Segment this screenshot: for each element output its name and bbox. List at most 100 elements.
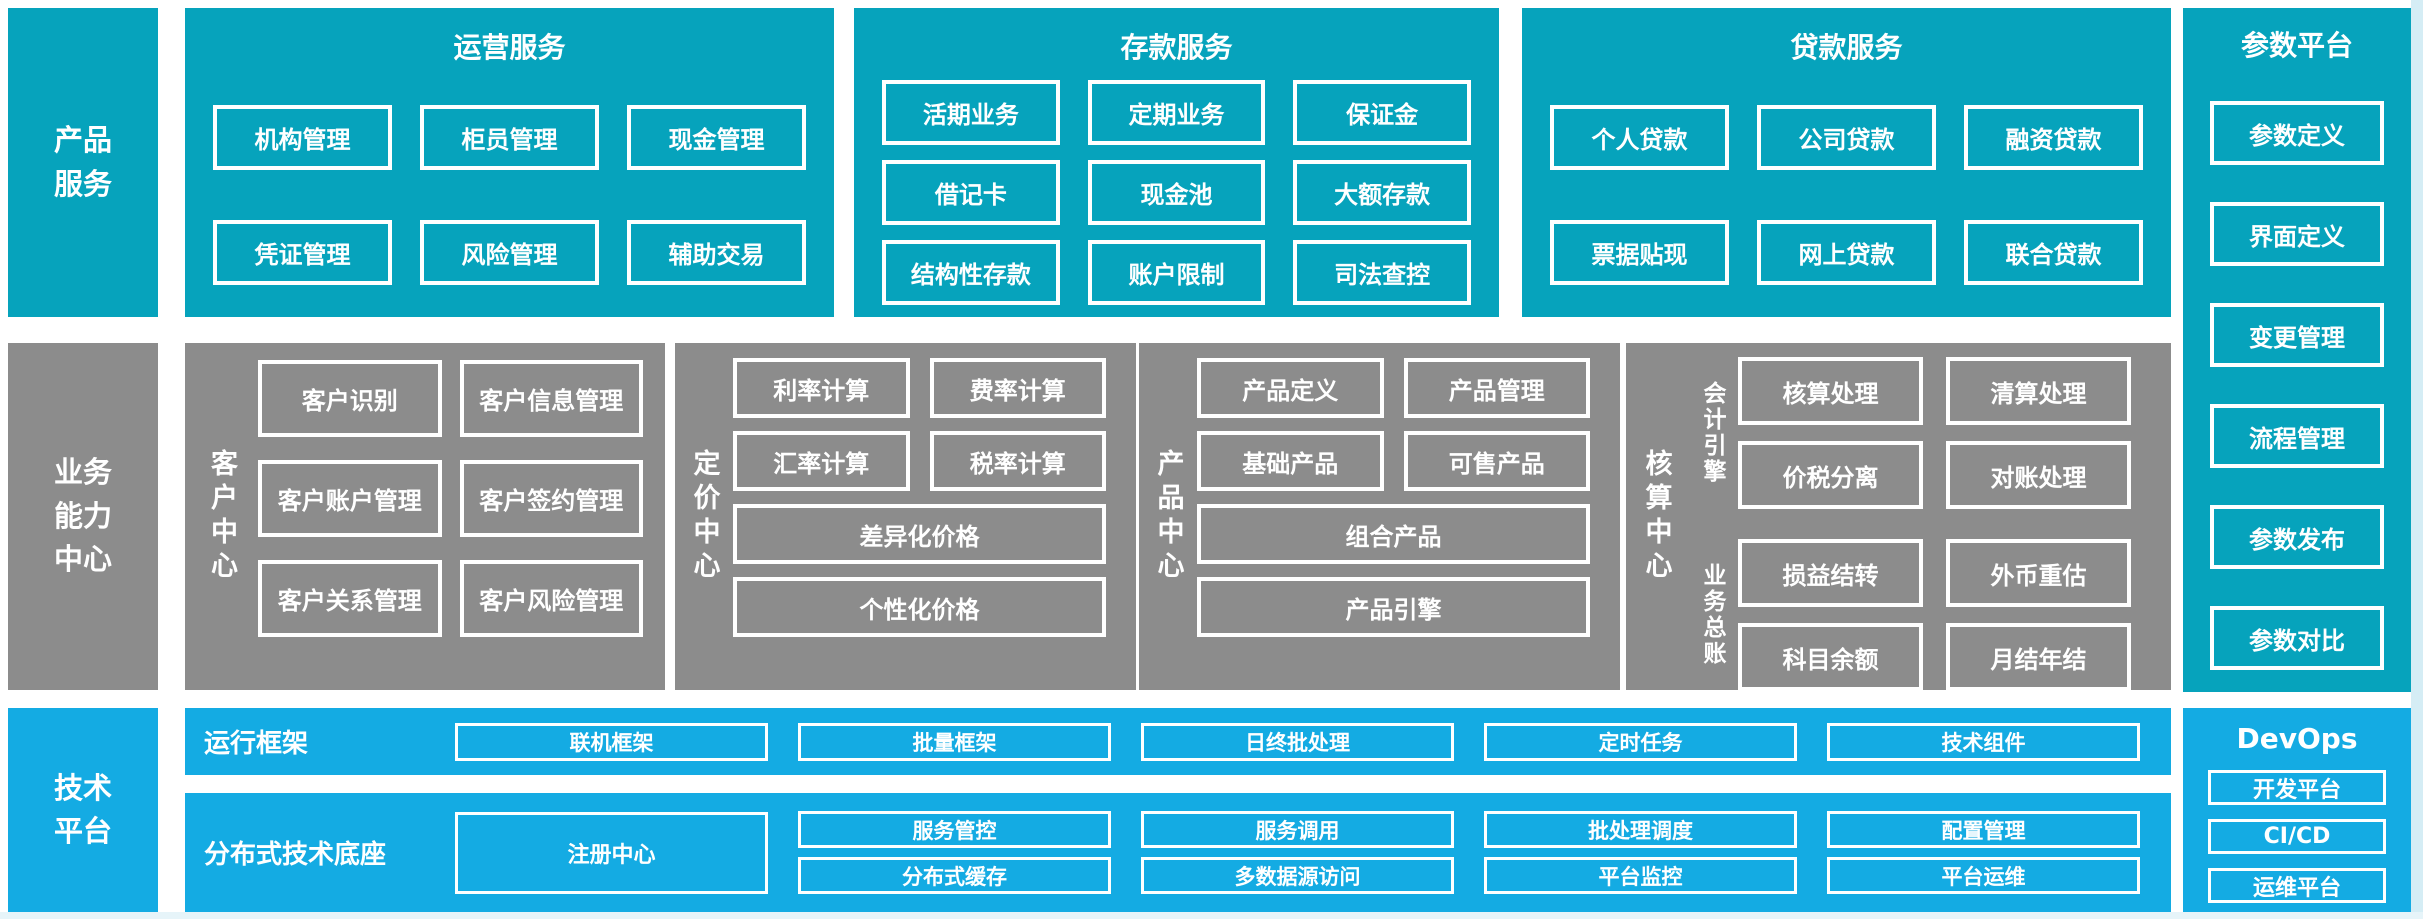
accounting-center-groups: 会计引擎 核算处理 清算处理 价税分离 对账处理 业务总账 损益结转 外币重估 … xyxy=(1686,343,2171,691)
capability-item: 清算处理 xyxy=(1946,357,2131,425)
devops-item: CI/CD xyxy=(2208,819,2386,854)
capability-item: 对账处理 xyxy=(1946,441,2131,509)
capability-item: 客户账户管理 xyxy=(258,460,442,537)
capability-item: 客户识别 xyxy=(258,360,442,437)
capability-item: 基础产品 xyxy=(1197,431,1384,491)
accounting-engine-group: 会计引擎 核算处理 清算处理 价税分离 对账处理 xyxy=(1686,357,2131,509)
framework-item: 联机框架 xyxy=(455,722,768,761)
service-item: 个人贷款 xyxy=(1550,105,1729,170)
base-item: 批处理调度 xyxy=(1484,811,1797,848)
product-center-grid: 产品定义 产品管理 基础产品 可售产品 组合产品 产品引擎 xyxy=(1197,343,1620,690)
parameter-item: 参数发布 xyxy=(2210,505,2384,569)
deposit-services-grid: 活期业务 定期业务 保证金 借记卡 现金池 大额存款 结构性存款 账户限制 司法… xyxy=(854,66,1499,317)
service-item: 柜员管理 xyxy=(420,105,599,170)
capability-item: 客户关系管理 xyxy=(258,560,442,637)
devops-item: 开发平台 xyxy=(2208,770,2386,805)
customer-center-block: 客户中心 客户识别 客户信息管理 客户账户管理 客户签约管理 客户关系管理 客户… xyxy=(185,343,665,690)
capability-item: 外币重估 xyxy=(1946,539,2131,607)
customer-center-label: 客户中心 xyxy=(206,448,237,585)
devops-block: DevOps 开发平台 CI/CD 运维平台 xyxy=(2183,708,2411,912)
framework-item: 技术组件 xyxy=(1827,722,2140,761)
accounting-center-block: 核算中心 会计引擎 核算处理 清算处理 价税分离 对账处理 业务总账 损益结转 … xyxy=(1626,343,2171,691)
parameter-item: 流程管理 xyxy=(2210,404,2384,468)
loan-services-block: 贷款服务 个人贷款 公司贷款 融资贷款 票据贴现 网上贷款 联合贷款 xyxy=(1522,8,2171,317)
base-item: 配置管理 xyxy=(1827,811,2140,848)
service-item: 机构管理 xyxy=(213,105,392,170)
capability-item: 客户信息管理 xyxy=(459,360,643,437)
service-item: 保证金 xyxy=(1293,80,1471,145)
capability-item: 客户签约管理 xyxy=(459,460,643,537)
deposit-services-title: 存款服务 xyxy=(1120,31,1233,64)
base-item: 服务调用 xyxy=(1141,811,1454,848)
rail-business-capability-center: 业务 能力 中心 xyxy=(8,343,158,690)
capability-item: 可售产品 xyxy=(1403,431,1590,491)
capability-item: 价税分离 xyxy=(1738,441,1923,509)
framework-item: 日终批处理 xyxy=(1141,722,1454,761)
customer-center-grid: 客户识别 客户信息管理 客户账户管理 客户签约管理 客户关系管理 客户风险管理 xyxy=(258,343,665,690)
parameter-platform-block: 参数平台 参数定义 界面定义 变更管理 流程管理 参数发布 参数对比 xyxy=(2183,8,2411,692)
capability-item: 客户风险管理 xyxy=(459,560,643,637)
parameter-platform-title: 参数平台 xyxy=(2240,29,2353,62)
accounting-center-label: 核算中心 xyxy=(1640,448,1672,585)
capability-item: 差异化价格 xyxy=(733,504,1106,564)
business-ledger-grid: 损益结转 外币重估 科目余额 月结年结 xyxy=(1738,539,2131,691)
base-item: 服务管控 xyxy=(798,811,1111,848)
capability-item: 产品定义 xyxy=(1197,358,1384,418)
service-item: 网上贷款 xyxy=(1757,220,1936,285)
service-item: 借记卡 xyxy=(882,160,1060,225)
service-item: 司法查控 xyxy=(1293,240,1471,305)
parameter-item: 变更管理 xyxy=(2210,303,2384,367)
accounting-engine-grid: 核算处理 清算处理 价税分离 对账处理 xyxy=(1738,357,2131,509)
deposit-services-block: 存款服务 活期业务 定期业务 保证金 借记卡 现金池 大额存款 结构性存款 账户… xyxy=(854,8,1499,317)
service-item: 联合贷款 xyxy=(1964,220,2143,285)
parameter-item: 参数对比 xyxy=(2210,606,2384,670)
distributed-base-items: 注册中心 服务管控 分布式缓存 服务调用 多数据源访问 批处理调度 平台监控 配… xyxy=(455,811,2140,894)
business-ledger-group: 业务总账 损益结转 外币重估 科目余额 月结年结 xyxy=(1686,539,2131,691)
service-item: 大额存款 xyxy=(1293,160,1471,225)
page-edge-right xyxy=(2411,0,2423,919)
accounting-engine-label: 会计引擎 xyxy=(1699,381,1725,485)
service-item: 公司贷款 xyxy=(1757,105,1936,170)
service-item: 凭证管理 xyxy=(213,220,392,285)
service-item: 账户限制 xyxy=(1087,240,1266,305)
base-column: 配置管理 平台运维 xyxy=(1827,811,2140,894)
service-item: 辅助交易 xyxy=(627,220,806,285)
base-item: 平台监控 xyxy=(1484,857,1797,894)
capability-item: 产品引擎 xyxy=(1197,577,1590,637)
operation-services-grid: 机构管理 柜员管理 现金管理 凭证管理 风险管理 辅助交易 xyxy=(185,66,834,317)
capability-item: 核算处理 xyxy=(1738,357,1923,425)
pricing-center-block: 定价中心 利率计算 费率计算 汇率计算 税率计算 差异化价格 个性化价格 xyxy=(675,343,1136,690)
base-column: 服务调用 多数据源访问 xyxy=(1141,811,1454,894)
capability-item: 月结年结 xyxy=(1946,623,2131,691)
framework-item: 定时任务 xyxy=(1484,722,1797,761)
base-item: 多数据源访问 xyxy=(1141,857,1454,894)
pricing-center-label: 定价中心 xyxy=(688,448,720,585)
devops-title: DevOps xyxy=(2236,722,2358,755)
product-center-block: 产品中心 产品定义 产品管理 基础产品 可售产品 组合产品 产品引擎 xyxy=(1139,343,1620,690)
base-item: 平台运维 xyxy=(1827,857,2140,894)
service-item: 结构性存款 xyxy=(882,240,1060,305)
business-ledger-label: 业务总账 xyxy=(1699,563,1725,667)
capability-item: 个性化价格 xyxy=(733,577,1106,637)
capability-item: 税率计算 xyxy=(929,431,1106,491)
rail-product-services: 产品 服务 xyxy=(8,8,158,317)
operation-services-block: 运营服务 机构管理 柜员管理 现金管理 凭证管理 风险管理 辅助交易 xyxy=(185,8,834,317)
capability-item: 汇率计算 xyxy=(733,431,910,491)
distributed-base-label: 分布式技术底座 xyxy=(204,840,387,870)
product-center-label: 产品中心 xyxy=(1152,448,1184,585)
run-framework-label: 运行框架 xyxy=(204,729,309,759)
capability-item: 损益结转 xyxy=(1738,539,1923,607)
capability-item: 组合产品 xyxy=(1197,504,1590,564)
service-item: 现金池 xyxy=(1087,160,1266,225)
capability-item: 费率计算 xyxy=(929,358,1106,418)
service-item: 现金管理 xyxy=(627,105,806,170)
distributed-base-bar: 分布式技术底座 注册中心 服务管控 分布式缓存 服务调用 多数据源访问 批处理调… xyxy=(185,793,2171,912)
pricing-center-grid: 利率计算 费率计算 汇率计算 税率计算 差异化价格 个性化价格 xyxy=(733,343,1136,690)
service-item: 票据贴现 xyxy=(1550,220,1729,285)
capability-item: 利率计算 xyxy=(733,358,910,418)
operation-services-title: 运营服务 xyxy=(453,31,566,64)
rail-tech-platform: 技术 平台 xyxy=(8,708,158,912)
base-item: 分布式缓存 xyxy=(798,857,1111,894)
service-item: 风险管理 xyxy=(420,220,599,285)
